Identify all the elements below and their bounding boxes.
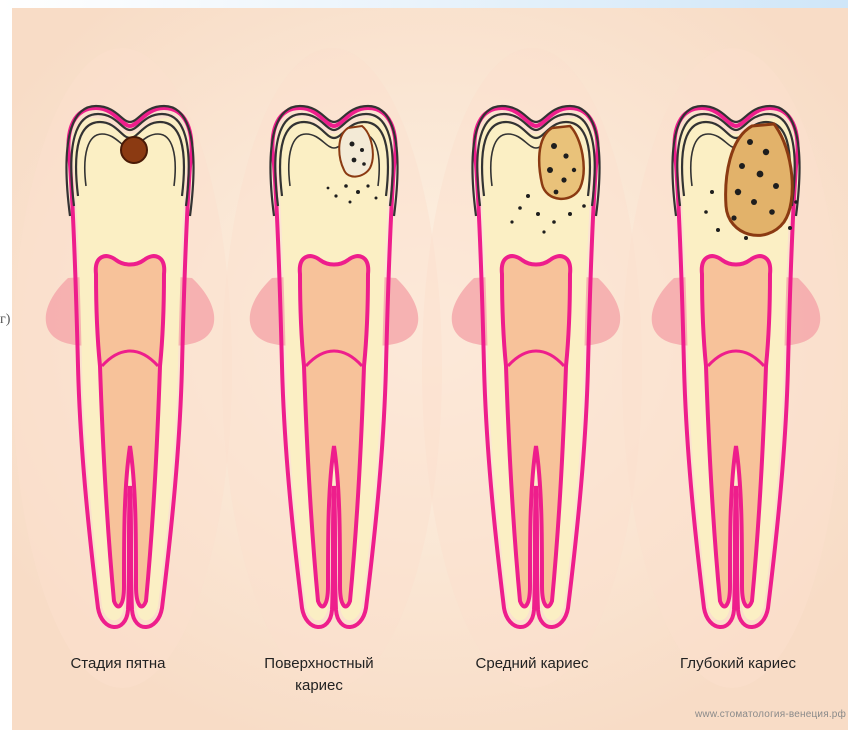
caries-cavity (539, 126, 583, 199)
stage-label-medium: Средний кариес (447, 653, 617, 675)
stage-label-superficial: Поверхностный кариес (249, 653, 389, 697)
side-mark: г) (0, 312, 10, 328)
caries-spot (121, 137, 147, 163)
watermark: www.стоматология-венеция.рф (695, 709, 846, 720)
stage-label-deep: Глубокий кариес (653, 653, 823, 675)
caries-cavity (339, 126, 373, 177)
diagram-canvas (12, 8, 848, 730)
caries-stages-illustration (12, 8, 848, 730)
stage-label-spot: Стадия пятна (33, 653, 203, 675)
